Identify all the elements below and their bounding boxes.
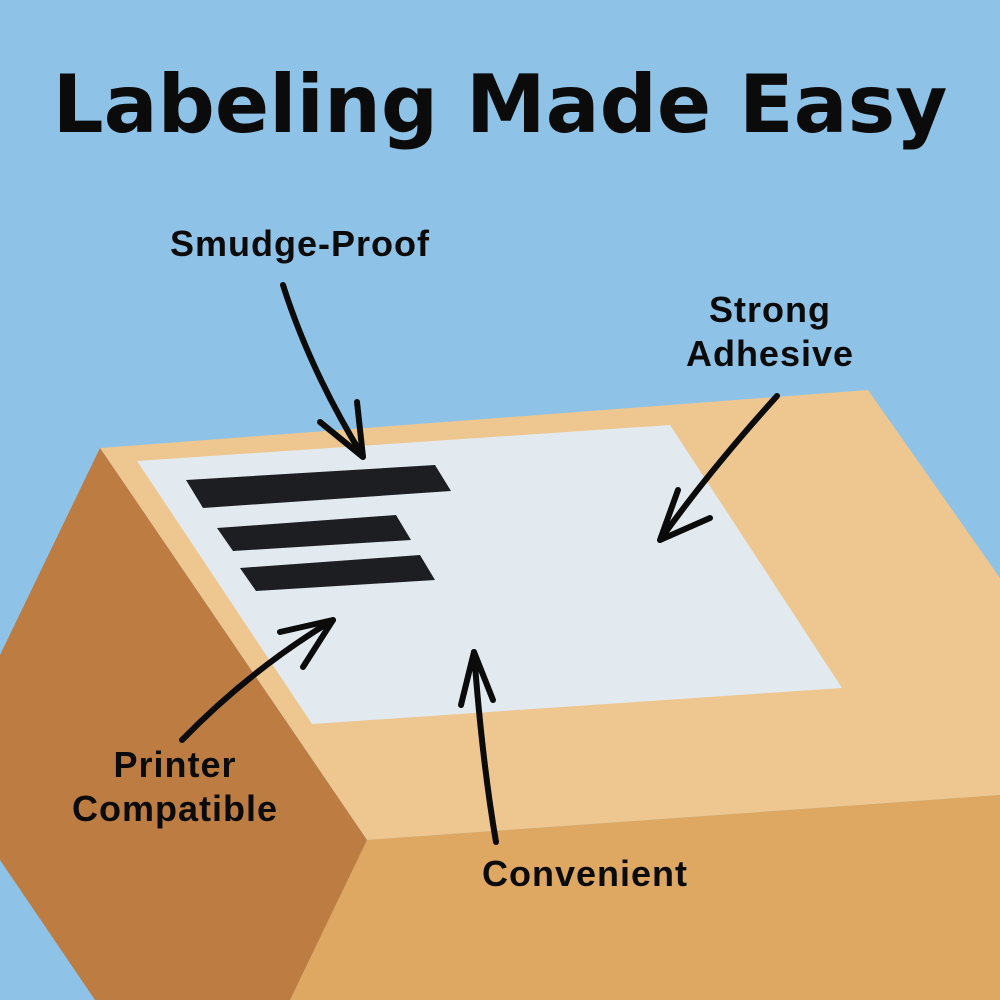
arrow-smudge-proof-icon <box>280 282 365 458</box>
callout-strong-adhesive-line-1: Strong <box>709 289 831 330</box>
page-title: Labeling Made Easy <box>52 58 948 151</box>
arrow-convenient-icon <box>471 649 499 845</box>
callout-printer-compatible-line-1: Printer <box>113 744 237 785</box>
callout-strong-adhesive: Strong Adhesive <box>660 288 880 376</box>
arrow-smudge-proof-head-icon <box>317 399 366 460</box>
arrow-printer-compatible-icon <box>179 617 336 743</box>
arrow-strong-adhesive-head-icon <box>657 487 713 543</box>
callout-smudge-proof-text: Smudge-Proof <box>170 223 430 264</box>
callout-convenient-text: Convenient <box>481 853 688 894</box>
callout-convenient: Convenient <box>445 852 725 896</box>
label-text-line-2 <box>217 515 411 551</box>
label-text-line-1 <box>186 465 451 508</box>
arrow-strong-adhesive-icon <box>657 393 780 543</box>
box-front-face <box>290 795 1000 1000</box>
callout-smudge-proof: Smudge-Proof <box>140 222 460 266</box>
arrow-convenient-head-icon <box>458 649 496 708</box>
callout-printer-compatible-line-2: Compatible <box>71 788 278 829</box>
label-text-line-3 <box>240 555 435 591</box>
arrow-printer-compatible-head-icon <box>277 617 336 670</box>
box-left-face <box>0 448 367 1000</box>
callout-strong-adhesive-line-2: Adhesive <box>685 333 855 374</box>
callout-printer-compatible: Printer Compatible <box>40 743 310 831</box>
